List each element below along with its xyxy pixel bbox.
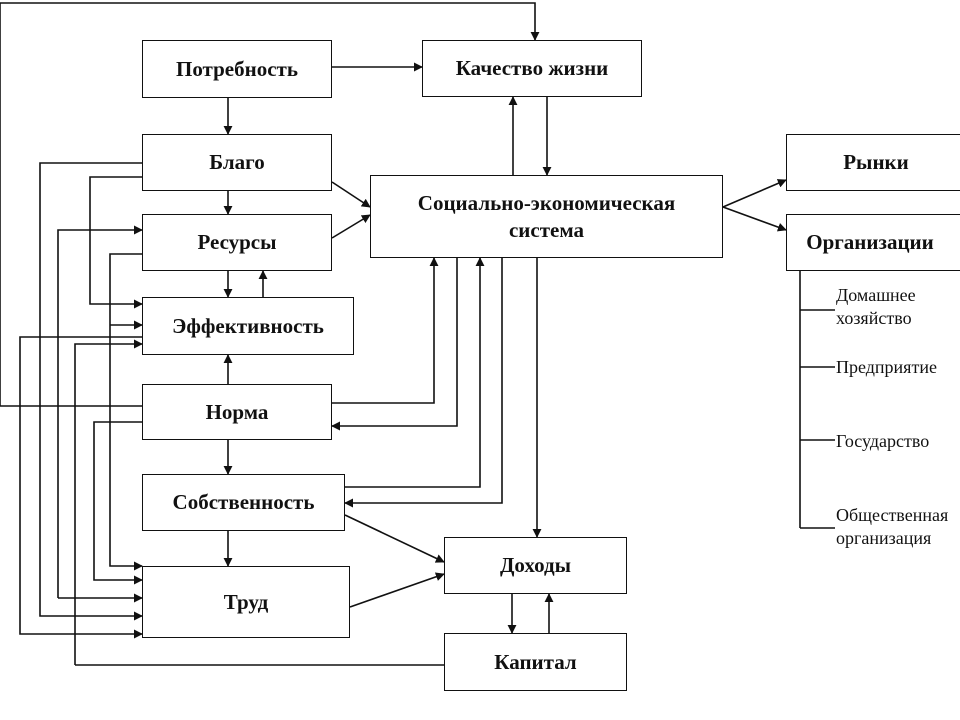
- box-socialno-ekonomicheskaya-sistema: Социально-экономическая система: [370, 175, 723, 258]
- org-type-public-organization: Общественная организация: [836, 505, 949, 549]
- arrow-sistema-organizacii: [722, 206, 787, 232]
- box-effektivnost-label: Эффективность: [172, 313, 324, 338]
- box-sobstvennost: Собственность: [142, 474, 345, 531]
- box-effektivnost: Эффективность: [142, 297, 354, 355]
- box-rynki-label: Рынки: [843, 150, 909, 175]
- box-organizacii-label: Организации: [806, 230, 934, 255]
- org-type-household: Домашнее хозяйство: [836, 285, 916, 329]
- arrow-resursy-sistema: [331, 214, 371, 239]
- arrow-sistema-norma: [331, 258, 458, 431]
- box-trud: Труд: [142, 566, 350, 638]
- arrow-blago-effektivnost: [89, 176, 143, 309]
- arrow-trud-dohody: [349, 572, 445, 608]
- box-kapital: Капитал: [444, 633, 627, 691]
- box-blago-label: Благо: [209, 150, 265, 175]
- box-potrebnost-label: Потребность: [176, 56, 298, 81]
- arrow-effektivnost-trud: [19, 336, 143, 639]
- box-dohody-label: Доходы: [499, 553, 572, 578]
- arrow-norma-trud: [93, 421, 143, 585]
- arrow-blago-trud: [39, 162, 143, 621]
- box-resursy: Ресурсы: [142, 214, 332, 271]
- box-blago: Благо: [142, 134, 332, 191]
- box-dohody: Доходы: [444, 537, 627, 594]
- box-norma-label: Норма: [205, 399, 269, 424]
- box-kachestvo-zhizni-label: Качество жизни: [455, 56, 609, 81]
- box-potrebnost: Потребность: [142, 40, 332, 98]
- org-types-bracket: [799, 271, 835, 529]
- arrow-norma-sistema: [332, 257, 439, 404]
- arrow-blago-sistema: [331, 181, 371, 208]
- box-sistema-label: Социально-экономическая система: [417, 191, 676, 242]
- arrow-sobstvennost-dohody: [344, 514, 445, 563]
- arrow-effektivnost-in: [74, 339, 143, 665]
- box-kapital-label: Капитал: [494, 649, 577, 674]
- arrow-sistema-rynki: [722, 179, 787, 208]
- box-kachestvo-zhizni: Качество жизни: [422, 40, 642, 97]
- box-resursy-label: Ресурсы: [197, 230, 277, 255]
- box-trud-label: Труд: [223, 589, 269, 614]
- box-norma: Норма: [142, 384, 332, 440]
- arrow-resursy-trud: [109, 253, 143, 571]
- arrow-sobstvennost-sistema: [345, 257, 485, 488]
- box-rynki: Рынки: [786, 134, 960, 191]
- org-type-state: Государство: [836, 431, 930, 451]
- box-organizacii: Организации: [786, 214, 960, 271]
- arrow-sistema-sobstvennost: [344, 258, 503, 508]
- org-type-enterprise: Предприятие: [836, 357, 937, 377]
- arrow-resursy-in: [57, 225, 143, 598]
- box-sobstvennost-label: Собственность: [172, 490, 315, 515]
- arrow-norma-kachestvo: [0, 2, 540, 407]
